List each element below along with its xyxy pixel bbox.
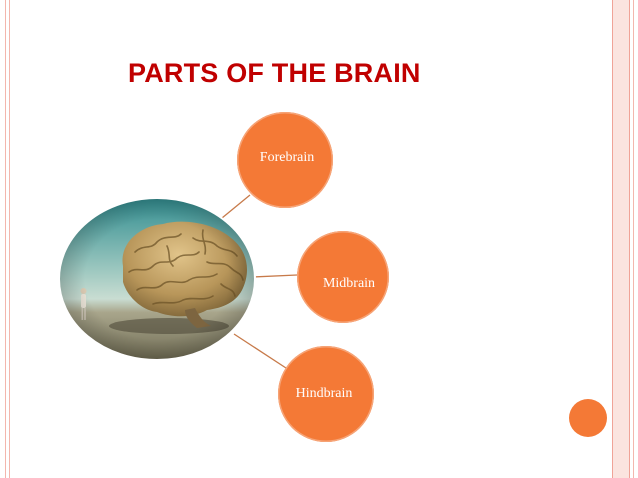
right-border-line <box>633 0 634 478</box>
connector-hindbrain <box>233 333 287 369</box>
brain-landscape-image <box>58 197 256 361</box>
left-border-line <box>5 0 6 478</box>
node-label: Forebrain <box>259 149 315 165</box>
connector-midbrain <box>252 274 298 278</box>
left-border-line <box>9 0 10 478</box>
right-border-band <box>612 0 630 478</box>
right-border-line <box>629 0 630 478</box>
node-label: Midbrain <box>322 276 376 291</box>
node-hindbrain: Hindbrain <box>278 346 374 442</box>
node-forebrain: Forebrain <box>237 112 333 208</box>
decorative-circle <box>569 399 607 437</box>
right-border-line <box>612 0 613 478</box>
node-midbrain: Midbrain <box>297 231 389 323</box>
connector-forebrain <box>221 194 251 219</box>
slide-title: PARTS OF THE BRAIN <box>128 58 421 88</box>
node-label: Hindbrain <box>295 386 353 401</box>
